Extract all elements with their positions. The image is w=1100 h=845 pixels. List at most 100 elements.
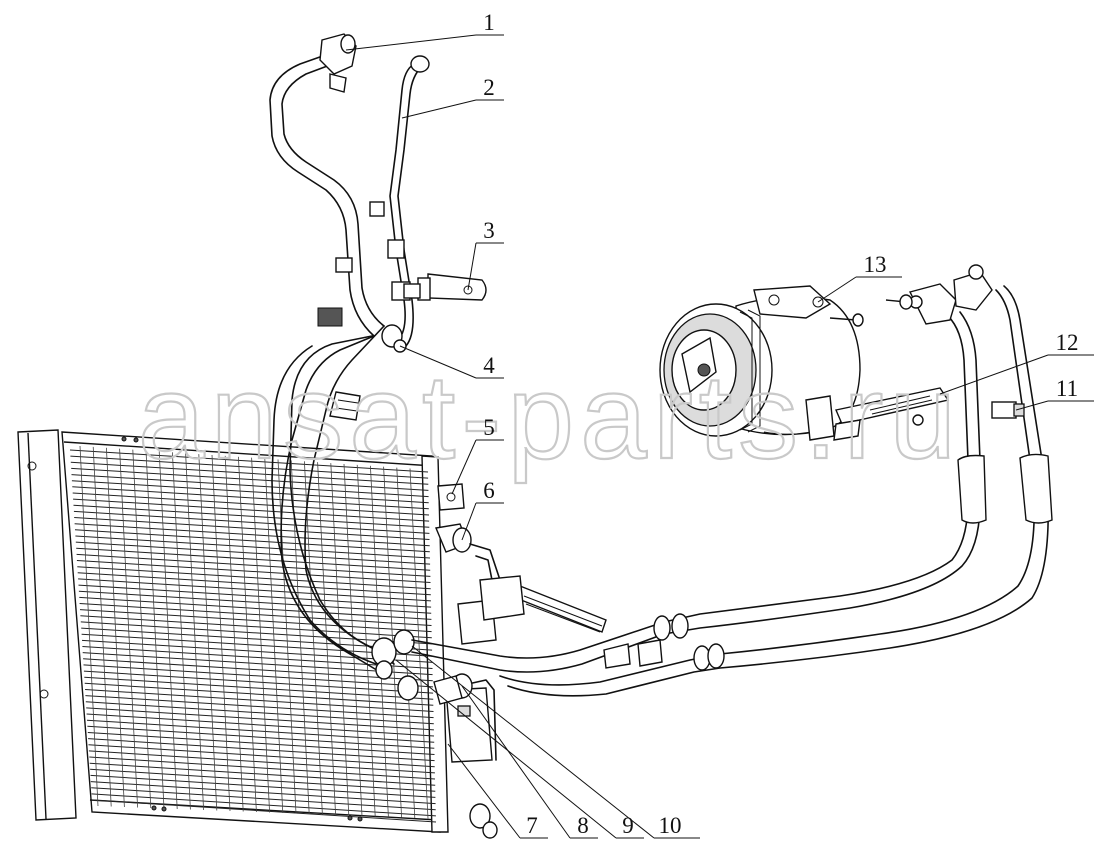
condenser-tube bbox=[251, 457, 270, 813]
condenser-fin bbox=[75, 541, 431, 565]
callout-10: 10 bbox=[411, 645, 700, 839]
condenser-fin bbox=[87, 725, 435, 749]
condenser-fin bbox=[74, 523, 430, 547]
condenser-fin bbox=[69, 449, 429, 473]
condenser-fin bbox=[71, 467, 429, 491]
condenser-fin bbox=[86, 713, 435, 737]
watermark-text: ansat-parts.ru bbox=[138, 350, 962, 484]
condenser-fin bbox=[84, 676, 434, 700]
callout-leader bbox=[939, 354, 1049, 395]
condenser-fin bbox=[90, 774, 436, 798]
callout-leader bbox=[399, 345, 477, 379]
condenser-fin bbox=[78, 590, 432, 614]
pipe-1 bbox=[269, 33, 385, 337]
callout-number: 4 bbox=[483, 353, 495, 378]
callout-2: 2 bbox=[401, 75, 504, 119]
condenser bbox=[17, 429, 449, 833]
lower-bracket-7 bbox=[445, 679, 497, 763]
condenser-tube bbox=[132, 449, 152, 809]
condenser-tube bbox=[211, 454, 231, 812]
condenser-fin bbox=[72, 486, 429, 510]
condenser-tube bbox=[264, 458, 284, 814]
condenser-fin bbox=[77, 566, 431, 590]
callout-number: 13 bbox=[864, 252, 887, 277]
callout-leader bbox=[461, 502, 477, 541]
condenser-tube bbox=[238, 456, 257, 813]
bracket-12 bbox=[833, 387, 950, 441]
condenser-fin bbox=[86, 707, 434, 731]
callout-7: 7 bbox=[447, 743, 548, 839]
condenser-tube bbox=[224, 455, 244, 812]
condenser-fin bbox=[71, 480, 429, 504]
condenser-fin bbox=[73, 510, 430, 534]
condenser-fin bbox=[71, 474, 429, 498]
condenser-fin bbox=[79, 596, 432, 620]
condenser-fin bbox=[76, 553, 431, 577]
condenser-fin bbox=[75, 535, 431, 559]
callout-leader bbox=[461, 685, 571, 839]
callout-leader bbox=[401, 99, 477, 119]
callout-leader bbox=[345, 34, 477, 51]
condenser-tube bbox=[356, 464, 376, 817]
callout-number: 6 bbox=[483, 478, 495, 503]
condenser-fin bbox=[79, 609, 432, 633]
right-lines bbox=[908, 264, 1053, 524]
condenser-fin bbox=[89, 756, 436, 780]
discharge-hose bbox=[271, 335, 385, 665]
condenser-fin bbox=[85, 701, 434, 725]
callout-5: 5 bbox=[451, 415, 504, 495]
condenser-fin bbox=[77, 572, 431, 596]
condenser-fin bbox=[85, 689, 434, 712]
callout-4: 4 bbox=[399, 345, 504, 379]
callout-leader bbox=[447, 743, 521, 839]
condenser-fin bbox=[88, 750, 435, 774]
callout-number: 7 bbox=[526, 813, 538, 838]
condenser-fin bbox=[74, 529, 430, 553]
callout-leader bbox=[817, 276, 857, 303]
condenser-fin bbox=[74, 517, 430, 540]
callout-11: 11 bbox=[1015, 376, 1094, 411]
condenser-fin bbox=[86, 719, 435, 743]
condenser-fin bbox=[91, 799, 437, 823]
callout-12: 12 bbox=[939, 330, 1094, 395]
condenser-fin bbox=[90, 768, 436, 792]
condenser-fin bbox=[80, 621, 432, 645]
condenser-fin bbox=[76, 560, 431, 583]
condenser-fin bbox=[90, 781, 436, 805]
joint-4 bbox=[381, 324, 407, 353]
manifold-block bbox=[371, 629, 473, 705]
condenser-fin bbox=[87, 732, 435, 755]
condenser-tube bbox=[79, 445, 99, 807]
condenser-tube bbox=[330, 463, 350, 816]
condenser-fin bbox=[88, 738, 435, 762]
condenser-fin bbox=[80, 615, 432, 639]
callout-leader bbox=[395, 659, 617, 839]
callout-number: 2 bbox=[483, 75, 495, 100]
callout-leader bbox=[1015, 400, 1049, 411]
condenser-tube bbox=[409, 468, 429, 819]
condenser-fin bbox=[82, 646, 433, 669]
callout-leader bbox=[411, 645, 655, 839]
condenser-fin bbox=[91, 787, 436, 811]
callout-number: 10 bbox=[659, 813, 682, 838]
callout-number: 3 bbox=[483, 218, 495, 243]
condenser-fin bbox=[83, 664, 433, 688]
callout-number: 11 bbox=[1056, 376, 1078, 401]
condenser-tube bbox=[343, 463, 363, 817]
condenser-fin bbox=[79, 603, 432, 626]
condenser-fin bbox=[85, 695, 434, 719]
callout-3: 3 bbox=[467, 218, 504, 291]
callout-13: 13 bbox=[817, 252, 902, 303]
condenser-fin bbox=[76, 547, 431, 571]
condenser-fin bbox=[78, 584, 432, 608]
line-to-compressor bbox=[411, 459, 1049, 697]
bracket-3 bbox=[403, 273, 487, 301]
bottom-fitting bbox=[469, 803, 498, 839]
callout-number: 9 bbox=[622, 813, 634, 838]
callout-1: 1 bbox=[345, 10, 504, 51]
condenser-bracket-5 bbox=[437, 483, 465, 511]
condenser-fin bbox=[84, 682, 434, 706]
callout-6: 6 bbox=[461, 478, 504, 541]
